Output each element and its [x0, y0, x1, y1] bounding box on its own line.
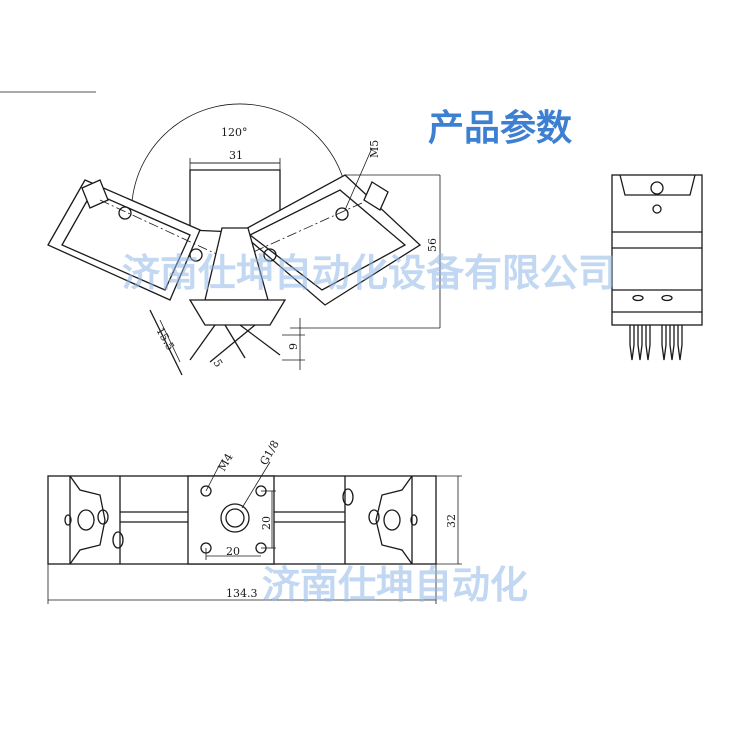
g18-port-outer — [220, 503, 250, 533]
front-view: 120° 31 M5 56 15.5 5 9 — [47, 103, 441, 376]
dim-5: 5 — [210, 357, 225, 370]
watermark-company-full: 济南仕坤自动化设备有限公司 — [122, 251, 616, 295]
left-mount-hole — [118, 206, 132, 220]
m4-hole-1 — [200, 485, 212, 497]
left-inner-hole — [189, 248, 203, 262]
side-mid-hole — [652, 204, 662, 214]
dim-134-3: 134.3 — [226, 587, 258, 600]
page-title: 产品参数 — [428, 108, 572, 149]
dim-56: 56 — [426, 238, 439, 252]
dim-31: 31 — [229, 149, 243, 162]
side-top-hole — [650, 181, 664, 195]
dim-g18: G1/8 — [257, 438, 282, 467]
g18-port-inner — [225, 508, 245, 528]
watermark-company-short: 济南仕坤自动化 — [262, 563, 528, 607]
dim-9: 9 — [287, 343, 300, 350]
left-jaw — [47, 179, 226, 301]
center-block — [187, 475, 275, 565]
dim-20-horizontal: 20 — [226, 545, 240, 558]
dim-m5: M5 — [368, 140, 381, 158]
angle-arc — [131, 103, 346, 241]
right-mount-hole — [335, 207, 349, 221]
side-view — [611, 174, 703, 361]
dim-32: 32 — [445, 514, 458, 528]
right-jaw — [238, 174, 422, 306]
dim-m4: M4 — [215, 451, 235, 473]
right-inner-hole — [263, 248, 277, 262]
bottom-cap — [188, 299, 287, 326]
top-view: M4 G1/8 20 20 32 134.3 — [47, 438, 462, 604]
dim-20-vertical: 20 — [260, 516, 273, 530]
pins — [149, 309, 281, 376]
side-pins — [629, 325, 683, 361]
dim-angle: 120° — [221, 126, 248, 139]
